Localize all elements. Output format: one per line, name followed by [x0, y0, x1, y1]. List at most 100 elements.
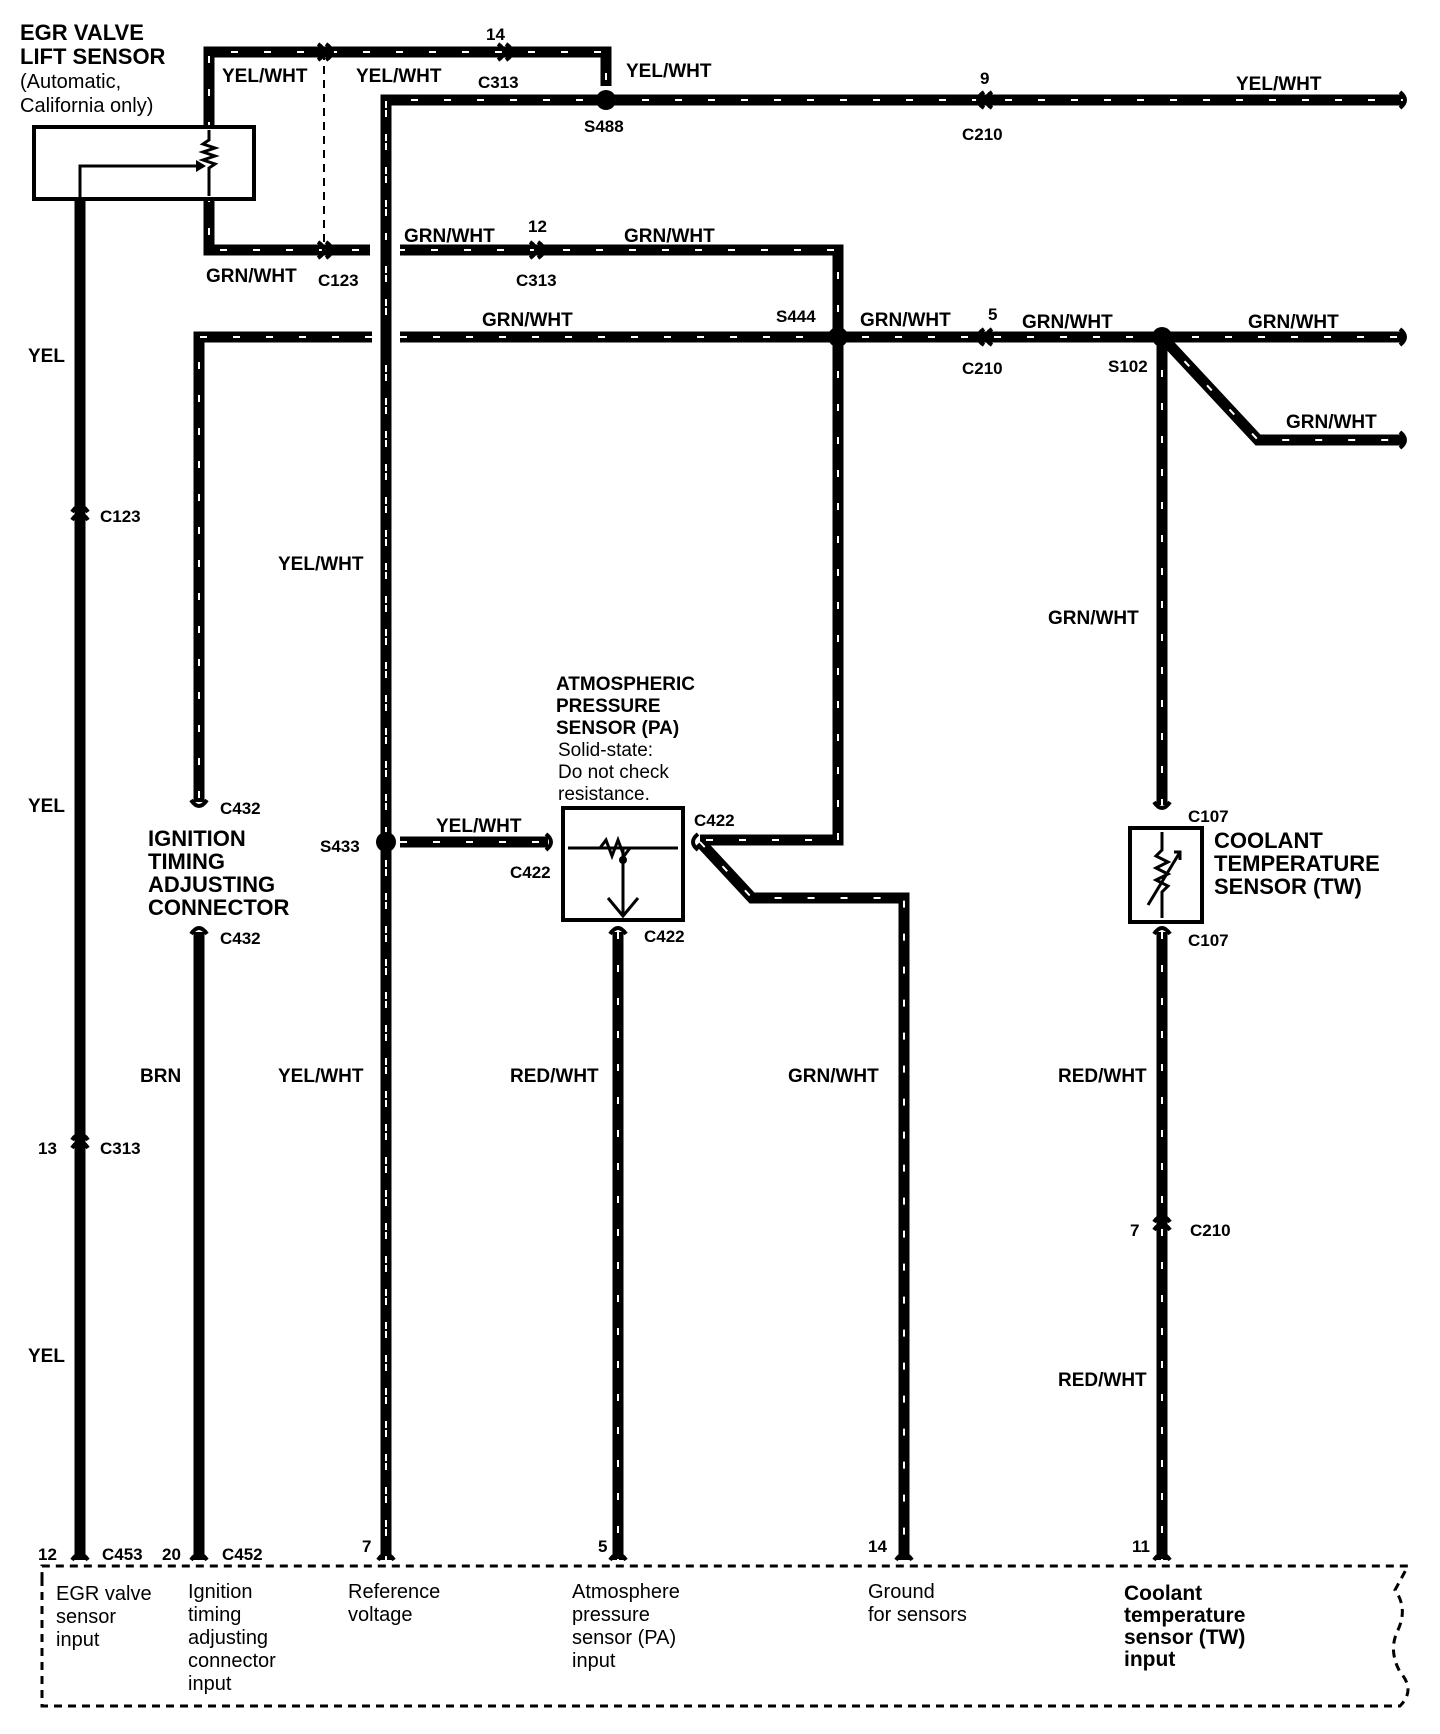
- svg-text:sensor (PA): sensor (PA): [572, 1627, 676, 1649]
- wire-label: YEL: [28, 796, 65, 817]
- svg-text:input: input: [56, 1629, 100, 1651]
- connector-label: C313: [100, 1139, 141, 1158]
- connector-label: C432: [220, 799, 261, 818]
- splice-s102-dot: [1152, 327, 1172, 347]
- wire-label: RED/WHT: [1058, 1066, 1147, 1087]
- wire-label: GRN/WHT: [1248, 312, 1339, 333]
- pin-label: 13: [38, 1139, 57, 1158]
- egr-sensor-title-1: EGR VALVE: [20, 20, 144, 45]
- egr-sensor-title-3: (Automatic,: [20, 71, 121, 93]
- wire-label: BRN: [140, 1066, 181, 1087]
- ecu-input-ground: Ground for sensors: [868, 1581, 967, 1626]
- pin-label: 5: [598, 1537, 607, 1556]
- wire-label: RED/WHT: [1058, 1370, 1147, 1391]
- wire-label: YEL/WHT: [278, 1066, 364, 1087]
- egr-sensor-resistor-icon: [198, 130, 220, 196]
- pin-label: 5: [988, 305, 997, 324]
- connector-label: C422: [644, 927, 685, 946]
- wire-label: YEL/WHT: [222, 66, 308, 87]
- coolant-sensor-title-2: TEMPERATURE: [1214, 851, 1380, 876]
- egr-sensor-title-4: California only): [20, 95, 153, 117]
- ignition-connector-title-2: TIMING: [148, 849, 225, 874]
- ecu-input-ignition: Ignition timing adjusting connector inpu…: [188, 1581, 276, 1695]
- connector-label: C210: [962, 359, 1003, 378]
- ecu-outline: [40, 1564, 1411, 1708]
- wire-label: YEL: [28, 346, 65, 367]
- svg-text:EGR valve: EGR valve: [56, 1583, 152, 1605]
- wire-grn-wht-branch: [1157, 333, 1405, 446]
- wire-label: GRN/WHT: [788, 1066, 879, 1087]
- connector-label: C422: [694, 811, 735, 830]
- wire-label: GRN/WHT: [404, 226, 495, 247]
- ignition-connector-title-4: CONNECTOR: [148, 895, 289, 920]
- connector-label: C453: [102, 1545, 143, 1564]
- svg-text:temperature: temperature: [1124, 1604, 1245, 1627]
- wire-label: GRN/WHT: [1286, 412, 1377, 433]
- splice-s444-dot: [828, 327, 848, 347]
- splice-label: S102: [1108, 357, 1148, 376]
- svg-text:Atmosphere: Atmosphere: [572, 1581, 680, 1603]
- svg-text:for sensors: for sensors: [868, 1604, 967, 1626]
- coolant-sensor-title-1: COOLANT: [1214, 828, 1323, 853]
- svg-text:input: input: [572, 1650, 616, 1672]
- connector-label: C313: [478, 73, 519, 92]
- egr-sensor-title-2: LIFT SENSOR: [20, 44, 166, 69]
- wire-label: GRN/WHT: [1048, 608, 1139, 629]
- svg-text:Coolant: Coolant: [1124, 1582, 1202, 1605]
- svg-text:Ignition: Ignition: [188, 1581, 253, 1603]
- connector-label: C452: [222, 1545, 263, 1564]
- pin-label: 12: [528, 217, 547, 236]
- wire-label: YEL/WHT: [626, 61, 712, 82]
- svg-text:Ground: Ground: [868, 1581, 935, 1603]
- pa-sensor-note-2: Do not check: [558, 762, 669, 783]
- svg-text:voltage: voltage: [348, 1604, 413, 1626]
- wire-grn-wht-c313: [398, 244, 844, 846]
- connector-label: C107: [1188, 807, 1229, 826]
- egr-sensor-box: [32, 125, 256, 201]
- svg-text:input: input: [1124, 1648, 1175, 1671]
- wire-label: GRN/WHT: [860, 310, 951, 331]
- svg-text:sensor (TW): sensor (TW): [1124, 1626, 1245, 1649]
- svg-text:pressure: pressure: [572, 1604, 650, 1626]
- pin-label: 20: [162, 1545, 181, 1564]
- wire-grn-wht-left-stub: [193, 331, 372, 802]
- pa-sensor-title-1: ATMOSPHERIC: [556, 674, 695, 695]
- pin-label: 7: [362, 1537, 371, 1556]
- wire-label: YEL/WHT: [436, 816, 522, 837]
- svg-text:input: input: [188, 1673, 232, 1695]
- svg-text:connector: connector: [188, 1650, 276, 1672]
- svg-text:adjusting: adjusting: [188, 1627, 268, 1649]
- wire-label: YEL/WHT: [278, 554, 364, 575]
- wire-label: YEL/WHT: [1236, 74, 1322, 95]
- ignition-connector-title-1: IGNITION: [148, 826, 246, 851]
- connector-label: C123: [100, 507, 141, 526]
- wire-label: RED/WHT: [510, 1066, 599, 1087]
- splice-label: S444: [776, 307, 816, 326]
- ecu-input-egr: EGR valve sensor input: [56, 1583, 152, 1651]
- splice-s488-dot: [596, 90, 616, 110]
- connector-label: C210: [1190, 1221, 1231, 1240]
- pa-sensor-note-3: resistance.: [558, 784, 650, 805]
- wire-label: GRN/WHT: [206, 266, 297, 287]
- wire-yel-wht-egr-top: [203, 46, 612, 162]
- connector-label: C313: [516, 271, 557, 290]
- connector-label: C210: [962, 125, 1003, 144]
- coolant-sensor-title-3: SENSOR (TW): [1214, 874, 1362, 899]
- ecu-input-coolant: Coolant temperature sensor (TW) input: [1124, 1582, 1245, 1671]
- pin-label: 9: [980, 69, 989, 88]
- svg-text:Reference: Reference: [348, 1581, 440, 1603]
- pa-sensor-title-2: PRESSURE: [556, 696, 661, 717]
- wire-label: YEL/WHT: [356, 66, 442, 87]
- connector-label: C422: [510, 863, 551, 882]
- wire-stripes: [198, 51, 1405, 1560]
- wire-label: GRN/WHT: [624, 226, 715, 247]
- wire-label: GRN/WHT: [482, 310, 573, 331]
- pin-label: 14: [486, 25, 505, 44]
- wire-grn-wht-ground: [695, 838, 910, 1560]
- pin-label: 14: [868, 1537, 887, 1556]
- pin-label: 11: [1132, 1537, 1150, 1556]
- connector-symbols: [70, 42, 1407, 1562]
- pa-sensor-note-1: Solid-state:: [558, 740, 653, 761]
- wire-label: YEL: [28, 1346, 65, 1367]
